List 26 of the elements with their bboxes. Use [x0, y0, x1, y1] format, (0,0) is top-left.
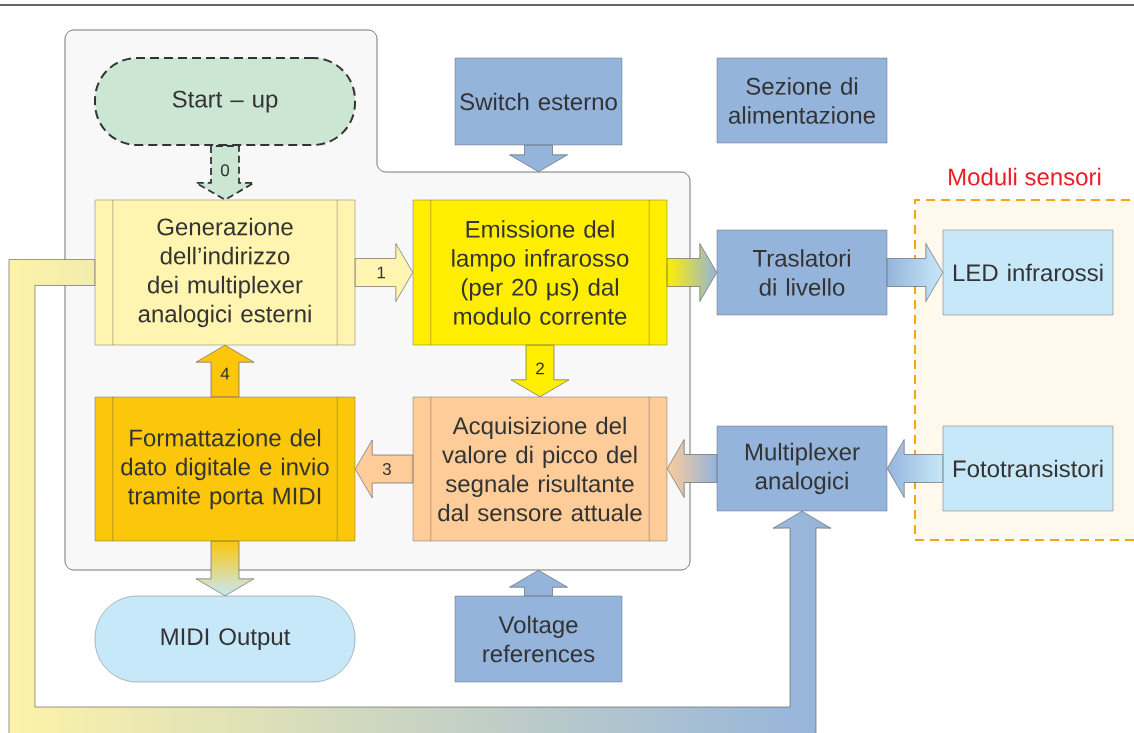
edge-label: 2 — [534, 361, 546, 376]
block-arrow — [509, 144, 568, 173]
block-arrow — [8, 259, 832, 733]
block-arrow — [509, 569, 568, 597]
process-box: Formattazione del dato digitale e invio tramite porta MIDI — [94, 396, 356, 542]
edge-label: 4 — [219, 366, 231, 381]
terminal-box: MIDI Output — [94, 595, 356, 683]
block: LED infrarossi — [942, 229, 1114, 316]
block-arrow — [354, 243, 414, 302]
block: Multiplexer analogici — [716, 425, 888, 512]
node-label: Moduli sensori — [949, 167, 1101, 186]
block: Sezione di alimentazione — [716, 57, 888, 144]
block-arrow — [510, 344, 570, 398]
block: Traslatori di livello — [716, 229, 888, 316]
edge-label: 1 — [375, 265, 387, 280]
edge-label: 0 — [219, 163, 231, 178]
process-box: Generazione dell’indirizzo dei multiplexer analogici esterni — [94, 199, 356, 346]
block: Voltage references — [454, 595, 623, 683]
block-arrow — [354, 439, 414, 499]
block: Switch esterno — [454, 57, 623, 146]
edge-label: 3 — [381, 462, 393, 476]
process-box: Emissione del lampo infrarosso (per 20 μs) dal modulo corrente — [412, 199, 668, 346]
block: Fototransistori — [942, 425, 1114, 512]
process-box: Acquisizione del valore di picco del segnale risultante dal sensore attuale — [412, 396, 668, 542]
terminal-box: Start – up — [94, 57, 356, 146]
block-arrow — [195, 344, 255, 398]
